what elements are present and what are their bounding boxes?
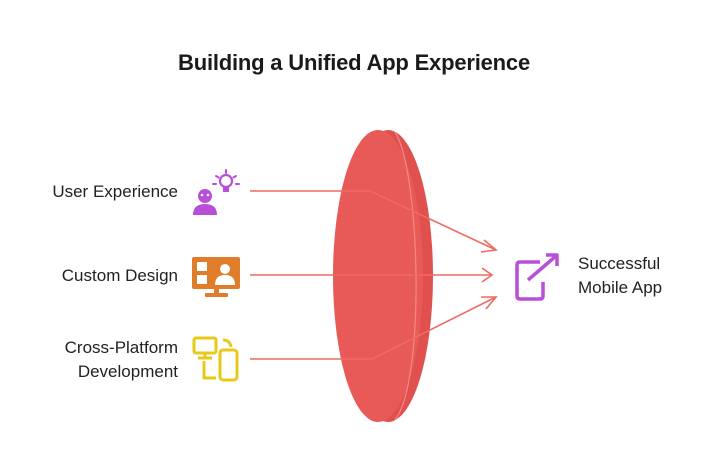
label-line: User Experience <box>52 182 178 201</box>
label-successful-mobile-app: Successful Mobile App <box>578 252 662 300</box>
label-cross-platform-development: Cross-Platform Development <box>65 336 178 384</box>
arrow-cross-platform <box>250 296 498 360</box>
person-lightbulb-icon <box>193 169 240 215</box>
label-line: Mobile App <box>578 278 663 297</box>
mobile-growth-icon <box>515 253 559 301</box>
label-line: Development <box>77 362 178 381</box>
arrow-user-experience <box>250 190 498 253</box>
presentation-board-icon <box>192 257 240 297</box>
label-user-experience: User Experience <box>52 180 178 204</box>
label-line: Cross-Platform <box>64 338 178 357</box>
diagram-title: Building a Unified App Experience <box>178 50 530 75</box>
label-custom-design: Custom Design <box>62 264 178 288</box>
label-line: Custom Design <box>61 266 178 285</box>
label-line: Successful <box>578 254 661 273</box>
arrow-custom-design <box>250 267 494 283</box>
multi-device-icon <box>192 336 239 382</box>
lens <box>333 130 433 422</box>
